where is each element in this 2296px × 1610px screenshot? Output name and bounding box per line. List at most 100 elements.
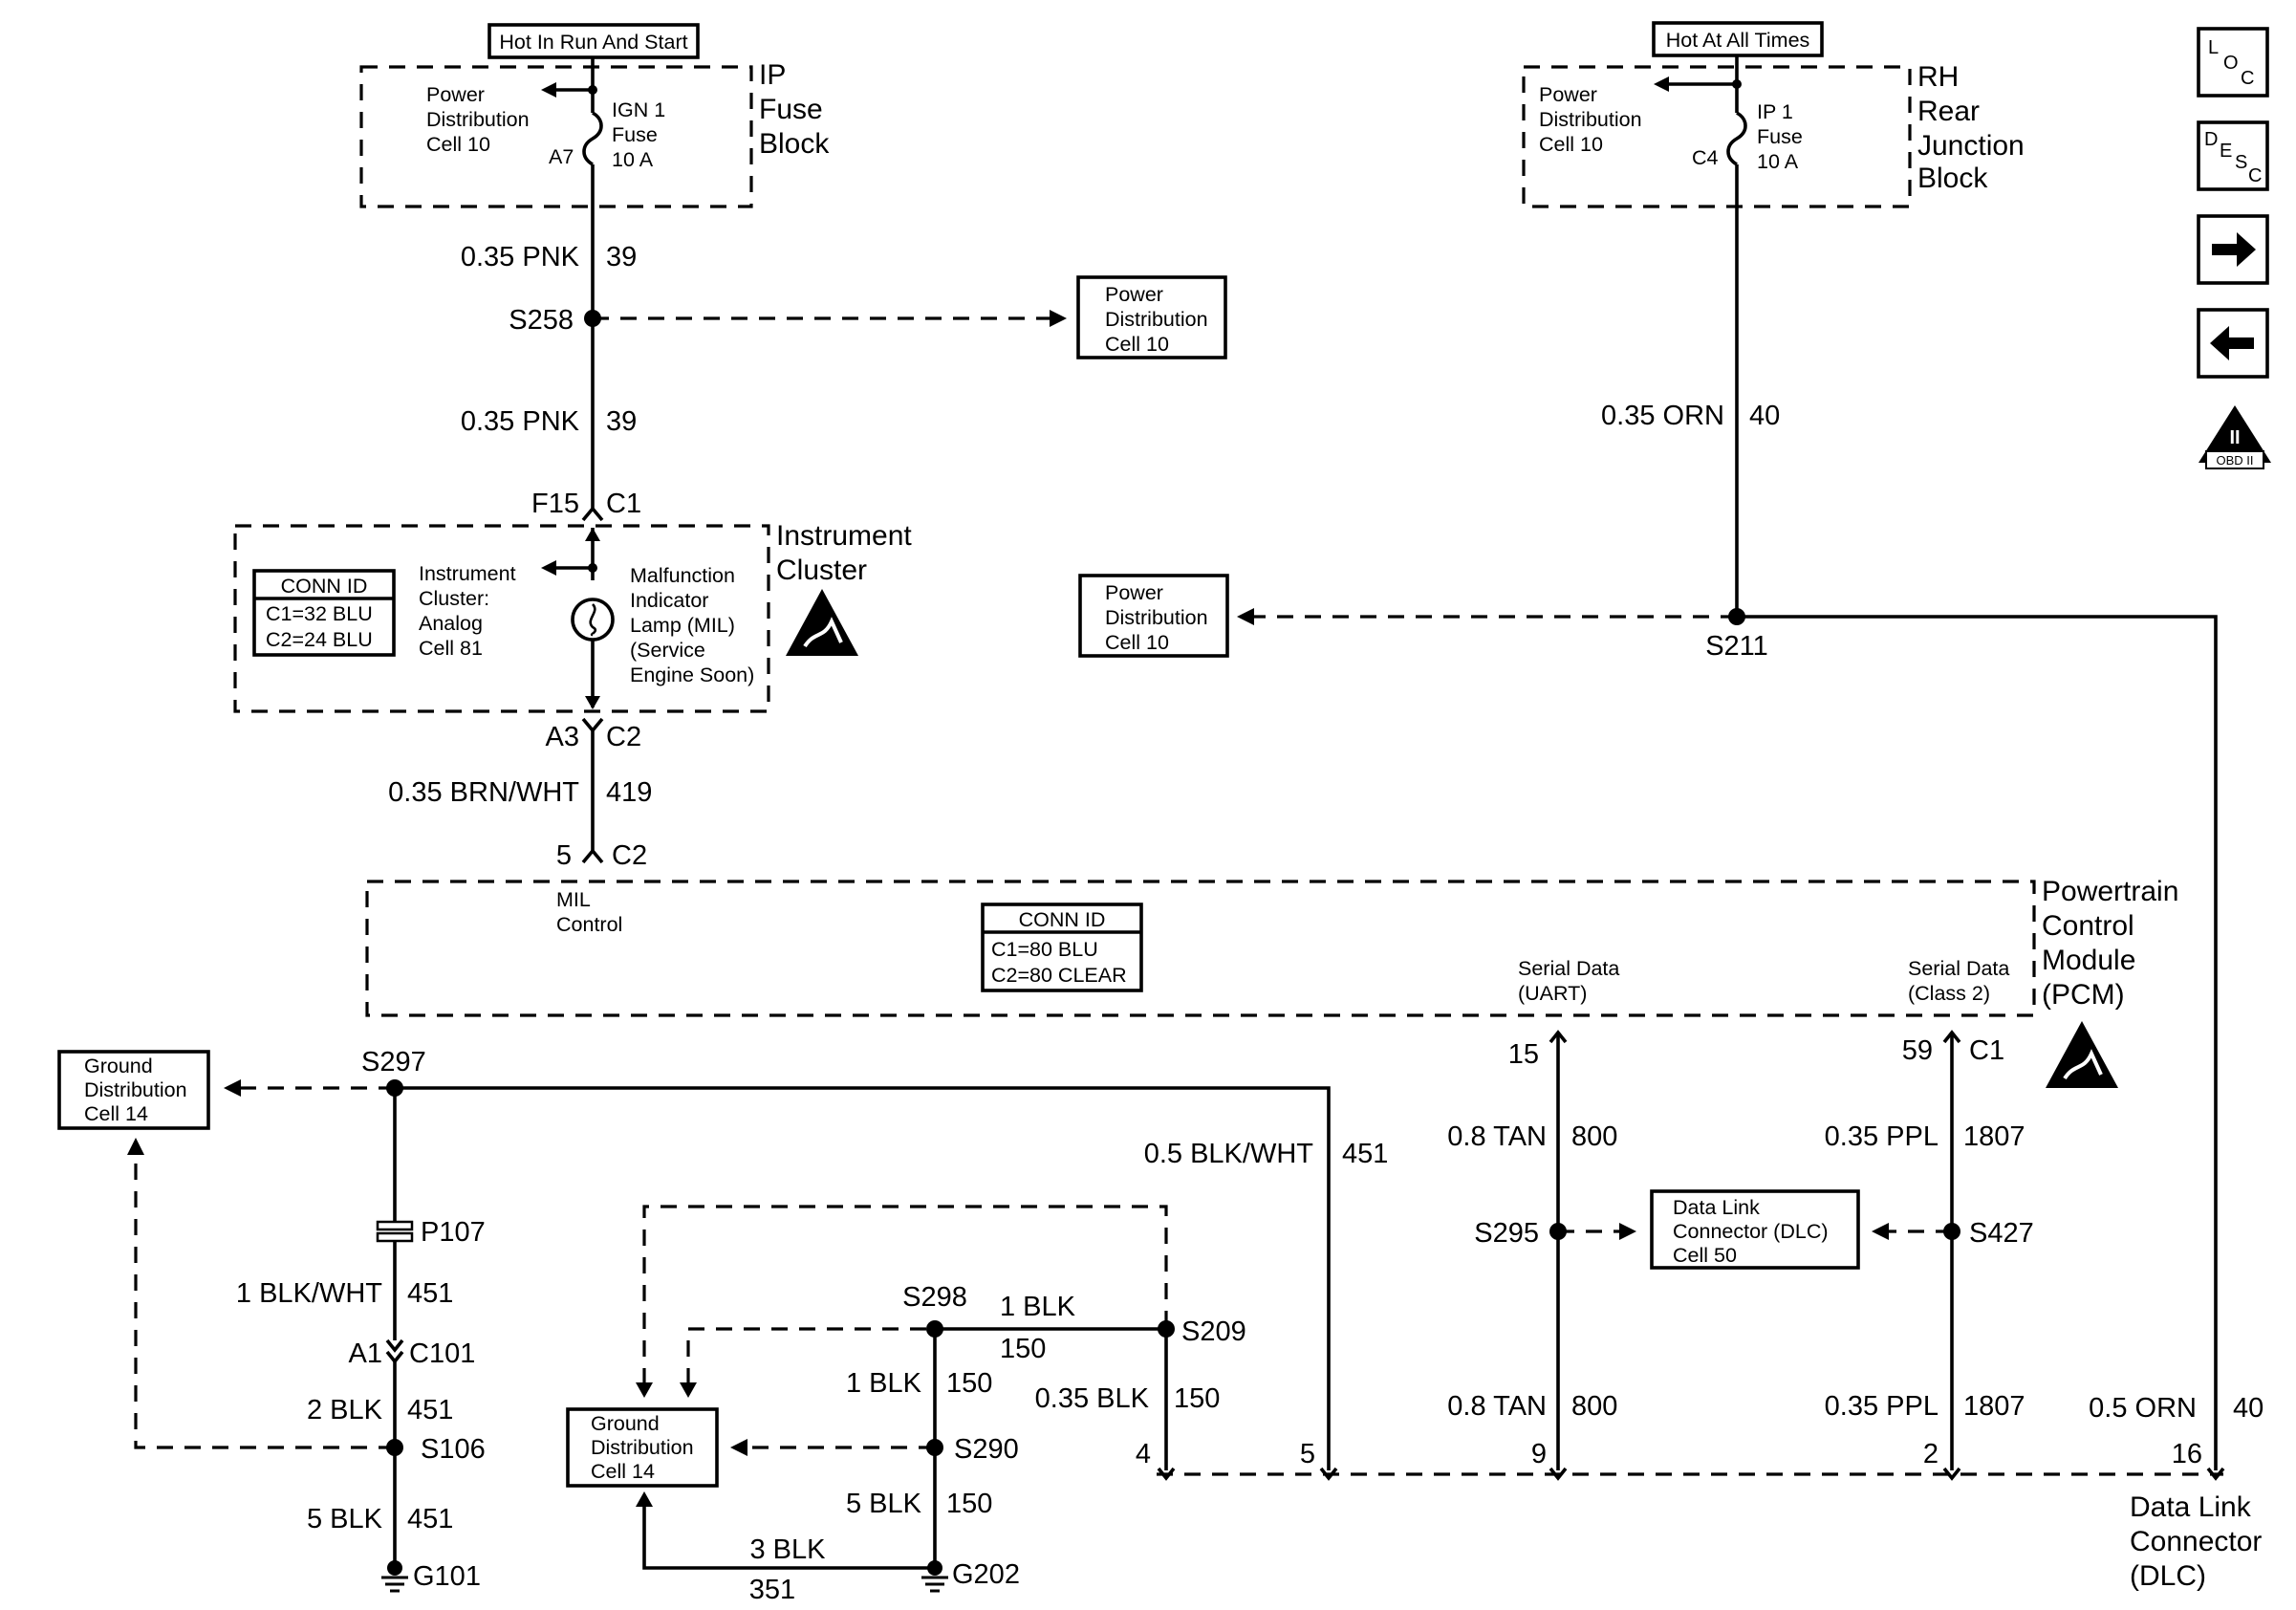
desc-button[interactable]: D E S C [2197, 120, 2269, 191]
svg-text:16: 16 [2172, 1439, 2202, 1469]
svg-text:Ground: Ground [84, 1055, 153, 1077]
svg-text:Data Link: Data Link [1673, 1196, 1760, 1219]
svg-text:0.8 TAN: 0.8 TAN [1447, 1391, 1547, 1422]
svg-text:Control: Control [556, 913, 622, 936]
svg-text:(Service: (Service [630, 639, 705, 662]
svg-text:Fuse: Fuse [612, 123, 658, 146]
svg-text:C4: C4 [1692, 146, 1719, 169]
svg-text:L: L [2208, 37, 2219, 58]
svg-text:Block: Block [1917, 163, 1988, 194]
ref-dlc-cell-50: Data Link Connector (DLC) Cell 50 [1650, 1189, 1860, 1270]
svg-text:Cell 10: Cell 10 [1539, 133, 1603, 156]
esd-warning-icon [2046, 1021, 2118, 1088]
svg-text:0.35 BRN/WHT: 0.35 BRN/WHT [388, 777, 579, 808]
ground-g101-icon [381, 1576, 408, 1593]
svg-text:Hot At All Times: Hot At All Times [1666, 29, 1810, 52]
svg-text:0.5 BLK/WHT: 0.5 BLK/WHT [1144, 1139, 1314, 1169]
svg-text:G202: G202 [952, 1559, 1020, 1590]
powertrain-control-module: MIL Control CONN ID C1=80 BLU C2=80 CLEA… [365, 876, 2178, 1017]
svg-text:5: 5 [1300, 1439, 1315, 1469]
svg-text:4: 4 [1136, 1439, 1151, 1469]
svg-text:Powertrain: Powertrain [2042, 876, 2178, 907]
loc-button[interactable]: L O C [2197, 27, 2269, 98]
svg-text:0.35 PPL: 0.35 PPL [1825, 1391, 1939, 1422]
svg-text:15: 15 [1508, 1039, 1539, 1070]
ref-power-distribution-s211: Power Distribution Cell 10 [1078, 574, 1229, 658]
source-label: Hot In Run And Start [499, 31, 687, 54]
svg-text:5 BLK: 5 BLK [307, 1504, 383, 1534]
svg-text:Cell 81: Cell 81 [419, 637, 483, 660]
svg-text:Distribution: Distribution [84, 1078, 187, 1101]
svg-text:0.8 TAN: 0.8 TAN [1447, 1121, 1547, 1152]
svg-text:351: 351 [749, 1575, 795, 1605]
svg-text:S258: S258 [509, 305, 574, 336]
svg-text:59: 59 [1902, 1035, 1933, 1066]
svg-text:451: 451 [407, 1395, 453, 1425]
svg-text:1 BLK/WHT: 1 BLK/WHT [236, 1278, 382, 1309]
connector-c101 [385, 1338, 404, 1364]
svg-text:Distribution: Distribution [426, 108, 530, 131]
svg-text:Junction: Junction [1917, 130, 2025, 162]
conn-id-box [981, 903, 1143, 992]
svg-text:5 BLK: 5 BLK [846, 1489, 922, 1519]
svg-text:S290: S290 [954, 1434, 1019, 1465]
svg-text:C1: C1 [606, 489, 641, 519]
svg-text:Module: Module [2042, 945, 2135, 976]
svg-text:3 BLK: 3 BLK [750, 1534, 827, 1565]
svg-text:1807: 1807 [1963, 1121, 2025, 1152]
svg-text:5: 5 [556, 840, 572, 871]
svg-text:Serial Data: Serial Data [1908, 957, 2009, 980]
svg-text:C1=32 BLU: C1=32 BLU [266, 602, 373, 625]
svg-text:CONN ID: CONN ID [1019, 908, 1106, 931]
svg-text:0.35 ORN: 0.35 ORN [1601, 401, 1724, 431]
svg-text:1 BLK: 1 BLK [846, 1368, 922, 1399]
svg-text:Cell 50: Cell 50 [1673, 1244, 1737, 1267]
svg-text:S427: S427 [1969, 1218, 2034, 1249]
ip-fuse-block: Power Distribution Cell 10 IGN 1 Fuse 10… [359, 59, 830, 208]
wire-orn-40-dlc [1737, 615, 2218, 1470]
svg-text:10 A: 10 A [1757, 150, 1799, 173]
ref-power-distribution-s258: Power Distribution Cell 10 [1076, 275, 1227, 359]
svg-text:Distribution: Distribution [1105, 308, 1208, 331]
svg-text:Control: Control [2042, 910, 2134, 942]
connector-pcm-c2 [581, 848, 604, 864]
svg-text:S211: S211 [1705, 631, 1768, 662]
svg-text:Power: Power [1105, 283, 1163, 306]
svg-text:S295: S295 [1474, 1218, 1539, 1249]
svg-text:451: 451 [1342, 1139, 1388, 1169]
svg-text:Cell 14: Cell 14 [591, 1460, 655, 1483]
svg-text:Instrument: Instrument [776, 520, 912, 552]
svg-text:G101: G101 [413, 1561, 481, 1592]
svg-text:Engine Soon): Engine Soon) [630, 664, 754, 686]
svg-text:S298: S298 [902, 1282, 967, 1313]
svg-text:CONN ID: CONN ID [281, 575, 368, 598]
svg-text:Cell 10: Cell 10 [426, 133, 490, 156]
svg-text:OBD II: OBD II [2216, 453, 2253, 468]
svg-text:C101: C101 [409, 1338, 475, 1369]
svg-text:Lamp (MIL): Lamp (MIL) [630, 614, 735, 637]
svg-text:Power: Power [1105, 581, 1163, 604]
rh-rear-junction-block: Power Distribution Cell 10 IP 1 Fuse 10 … [1522, 61, 2025, 208]
svg-text:(UART): (UART) [1518, 982, 1587, 1005]
svg-text:IP: IP [759, 59, 786, 91]
svg-text:Data Link: Data Link [2130, 1491, 2252, 1523]
svg-text:451: 451 [407, 1504, 453, 1534]
svg-text:150: 150 [1174, 1383, 1220, 1414]
svg-text:Ground: Ground [591, 1412, 660, 1435]
svg-text:RH: RH [1917, 61, 1959, 93]
svg-text:C2=24 BLU: C2=24 BLU [266, 628, 373, 651]
obd-ii-icon[interactable]: II OBD II [2199, 405, 2271, 469]
arrow-left-icon[interactable] [2197, 308, 2269, 379]
svg-text:451: 451 [407, 1278, 453, 1309]
svg-text:(PCM): (PCM) [2042, 979, 2125, 1011]
svg-text:Fuse: Fuse [759, 94, 823, 125]
svg-text:MIL: MIL [556, 888, 591, 911]
arrow-right-icon[interactable] [2197, 214, 2269, 285]
svg-text:C1: C1 [1969, 1035, 2004, 1066]
svg-text:Rear: Rear [1917, 96, 1980, 127]
svg-text:Instrument: Instrument [419, 562, 516, 585]
svg-text:Serial Data: Serial Data [1518, 957, 1619, 980]
svg-text:S209: S209 [1181, 1316, 1246, 1347]
svg-text:F15: F15 [531, 489, 579, 519]
